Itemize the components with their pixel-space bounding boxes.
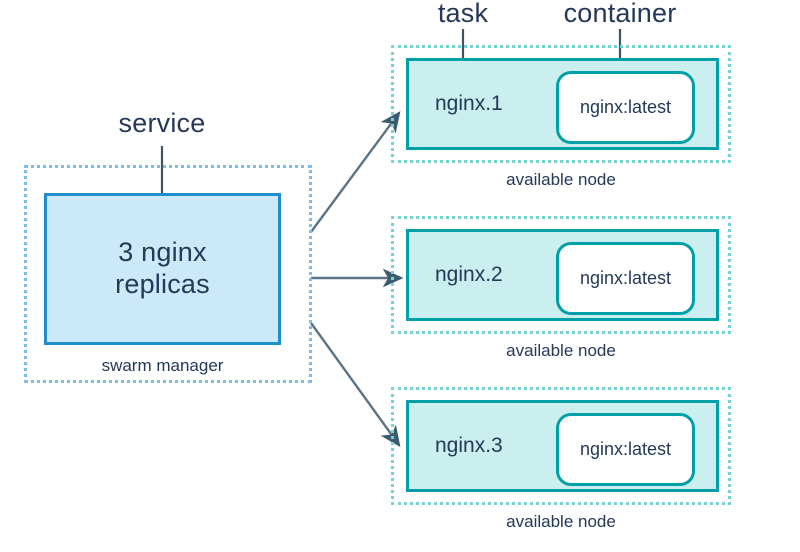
- available-node-3-frame: [391, 387, 731, 505]
- swarm-manager-frame: [24, 165, 312, 383]
- annotation-task: task: [437, 0, 489, 28]
- container-image-label-1: nginx:latest: [579, 97, 672, 117]
- task-box-nginx-2[interactable]: nginx.2 nginx:latest: [406, 229, 719, 321]
- container-box-nginx-2[interactable]: nginx:latest: [556, 242, 695, 315]
- service-replicas-line-1: 3 nginx: [118, 237, 207, 268]
- available-node-1-caption: available node: [506, 170, 616, 189]
- task-label-nginx-1: nginx.1: [435, 92, 503, 115]
- service-box[interactable]: 3 nginx replicas: [44, 193, 281, 345]
- container-image-label-2: nginx:latest: [579, 268, 672, 288]
- task-box-nginx-1[interactable]: nginx.1 nginx:latest: [406, 58, 719, 150]
- annotation-container: container: [563, 0, 677, 28]
- available-node-1-frame: [391, 45, 731, 163]
- container-box-nginx-1[interactable]: nginx:latest: [556, 71, 695, 144]
- arrow-service-to-node-3: [310, 322, 401, 447]
- annotation-service: service: [118, 108, 206, 138]
- task-box-nginx-3[interactable]: nginx.3 nginx:latest: [406, 400, 719, 492]
- available-node-3-caption: available node: [506, 512, 616, 531]
- available-node-2-caption: available node: [506, 341, 616, 360]
- container-box-nginx-3[interactable]: nginx:latest: [556, 413, 695, 486]
- service-replicas-label: 3 nginx replicas: [115, 237, 210, 301]
- available-node-2-frame: [391, 216, 731, 334]
- swarm-manager-caption: swarm manager: [101, 356, 224, 375]
- service-replicas-line-2: replicas: [115, 269, 210, 299]
- task-label-nginx-3: nginx.3: [435, 434, 503, 457]
- container-image-label-3: nginx:latest: [579, 439, 672, 459]
- task-label-nginx-2: nginx.2: [435, 263, 503, 286]
- arrow-service-to-node-1: [310, 111, 401, 233]
